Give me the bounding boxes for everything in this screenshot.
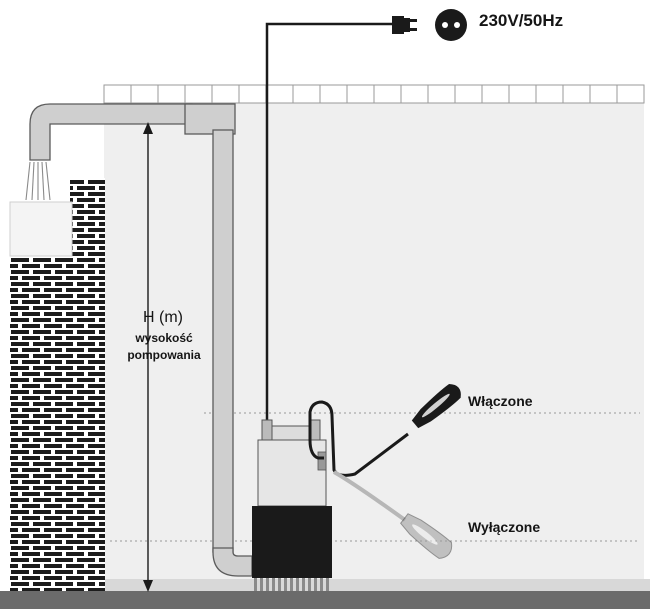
discharge-pipe [29, 103, 253, 577]
pumping-height-caption-line2: pompowania [127, 348, 201, 362]
rim-tile [454, 84, 483, 104]
pumping-height-arrow [143, 122, 153, 592]
rim-tile [535, 84, 564, 104]
water-spray-icon [25, 161, 51, 201]
switched-on-label: Włączone [468, 393, 533, 409]
rim-tile [346, 84, 375, 104]
tank-rim-tiles [103, 84, 645, 104]
pumping-height-caption: wysokość pompowania [96, 330, 232, 364]
submersible-pump [252, 419, 332, 591]
rim-tile [319, 84, 348, 104]
power-plug-icon [392, 16, 417, 34]
pump-intake-grill [254, 578, 329, 591]
rim-tile [292, 84, 321, 104]
rim-tile [103, 84, 132, 104]
float-switch-off-icon [400, 513, 453, 559]
rim-tile [373, 84, 402, 104]
height-symbol-label: H (m) [143, 309, 183, 326]
grill-slat [302, 578, 305, 591]
rim-tile [508, 84, 537, 104]
power-supply-label: 230V/50Hz [479, 11, 564, 30]
rim-tile [265, 84, 294, 104]
power-cable [265, 22, 394, 420]
grill-slat [314, 578, 317, 591]
grill-slat [266, 578, 269, 591]
grill-slat [308, 578, 311, 591]
tank-floor [0, 579, 650, 609]
rim-tile [427, 84, 456, 104]
switched-off-label: Wyłączone [468, 519, 541, 535]
rim-tile [616, 84, 645, 104]
pump-motor-housing [257, 439, 327, 507]
grill-slat [326, 578, 329, 591]
grill-slat [284, 578, 287, 591]
brick-wall [9, 178, 105, 591]
grill-slat [296, 578, 299, 591]
rim-tile [562, 84, 591, 104]
wall-socket-icon [435, 9, 467, 41]
float-cable-off-position [333, 470, 407, 522]
rim-tile [589, 84, 618, 104]
rim-tile [238, 84, 267, 104]
grill-slat [272, 578, 275, 591]
rim-tile [481, 84, 510, 104]
pumping-height-caption-line1: wysokość [135, 331, 193, 345]
float-switch-icon [411, 383, 461, 429]
grill-slat [260, 578, 263, 591]
rim-tile [400, 84, 429, 104]
grill-slat [320, 578, 323, 591]
rim-tile [130, 84, 159, 104]
rim-tile [157, 84, 186, 104]
grill-slat [254, 578, 257, 591]
rim-tile [184, 84, 213, 104]
drain-basin [9, 201, 73, 257]
grill-slat [290, 578, 293, 591]
pump-base [252, 506, 332, 578]
rim-tile [211, 84, 240, 104]
grill-slat [278, 578, 281, 591]
